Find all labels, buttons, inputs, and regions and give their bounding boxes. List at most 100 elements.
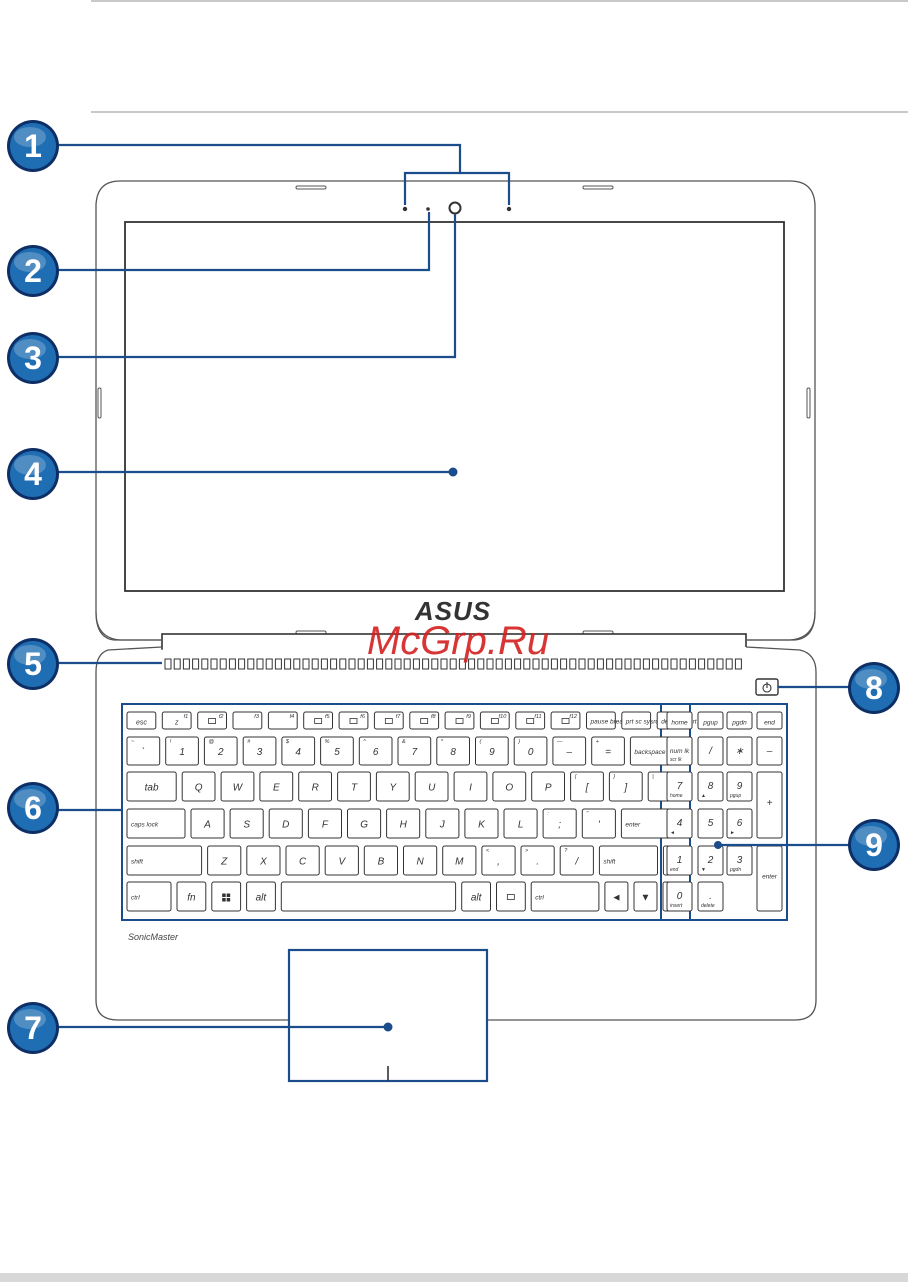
key[interactable]: U: [414, 771, 449, 802]
key-sublabel: @: [208, 739, 214, 745]
key[interactable]: 1!: [165, 736, 199, 766]
numpad-key[interactable]: 5: [697, 808, 724, 839]
key[interactable]: f3: [232, 711, 263, 730]
key[interactable]: 6^: [358, 736, 393, 766]
key[interactable]: Q: [181, 771, 216, 802]
key[interactable]: f8: [409, 711, 440, 730]
key[interactable]: f9: [444, 711, 475, 730]
key[interactable]: ;:: [542, 808, 577, 839]
numpad-key[interactable]: pgup: [697, 711, 724, 730]
key[interactable]: 4$: [281, 736, 316, 766]
key[interactable]: prt sc sysrq: [621, 711, 660, 730]
numpad-key[interactable]: /: [697, 736, 724, 766]
key[interactable]: f7: [373, 711, 404, 730]
key[interactable]: H: [386, 808, 421, 839]
key[interactable]: [{: [570, 771, 604, 802]
key[interactable]: f11: [515, 711, 546, 730]
key[interactable]: M: [442, 845, 477, 876]
key[interactable]: 7&: [397, 736, 432, 766]
key[interactable]: A: [190, 808, 225, 839]
key[interactable]: ctrl: [530, 881, 600, 912]
key[interactable]: [211, 881, 242, 912]
key[interactable]: [496, 881, 526, 912]
key[interactable]: f4: [267, 711, 298, 730]
key[interactable]: J: [425, 808, 460, 839]
numpad-key[interactable]: –: [756, 736, 783, 766]
key[interactable]: [280, 881, 457, 912]
numpad-key[interactable]: 2▼: [697, 845, 724, 876]
numpad-key[interactable]: 8▲: [697, 771, 724, 802]
key[interactable]: N: [403, 845, 438, 876]
key-label: ]: [623, 783, 627, 794]
key[interactable]: f6: [338, 711, 369, 730]
numpad-key[interactable]: home: [666, 711, 693, 730]
key[interactable]: W: [220, 771, 255, 802]
numpad-key-sublabel: pgup: [729, 793, 741, 799]
key[interactable]: alt: [246, 881, 276, 912]
numpad-key[interactable]: end: [756, 711, 783, 730]
key[interactable]: 2@: [203, 736, 238, 766]
key[interactable]: F: [307, 808, 342, 839]
key[interactable]: alt: [461, 881, 492, 912]
key[interactable]: =+: [591, 736, 625, 766]
key[interactable]: 3#: [242, 736, 277, 766]
key[interactable]: ▼: [633, 881, 658, 912]
numpad-key[interactable]: 4◄: [666, 808, 693, 839]
numpad-key[interactable]: 6►: [726, 808, 753, 839]
key[interactable]: `~: [126, 736, 161, 766]
key[interactable]: pause break: [586, 711, 628, 730]
key[interactable]: '": [581, 808, 616, 839]
numpad-key[interactable]: enter: [756, 845, 783, 912]
key[interactable]: Y: [375, 771, 410, 802]
key[interactable]: X: [246, 845, 281, 876]
key[interactable]: f10: [479, 711, 510, 730]
numpad-key[interactable]: ∗: [726, 736, 753, 766]
key[interactable]: T: [337, 771, 371, 802]
key[interactable]: tab: [126, 771, 177, 802]
numpad-key[interactable]: pgdn: [726, 711, 753, 730]
key[interactable]: Z: [207, 845, 242, 876]
key[interactable]: 0): [513, 736, 548, 766]
key[interactable]: f2: [197, 711, 227, 730]
key[interactable]: f12: [550, 711, 581, 730]
key[interactable]: O: [492, 771, 527, 802]
key[interactable]: shift: [126, 845, 203, 876]
key[interactable]: P: [531, 771, 566, 802]
key[interactable]: 5%: [320, 736, 354, 766]
key[interactable]: f5: [303, 711, 334, 730]
key[interactable]: –—: [552, 736, 587, 766]
numpad-key[interactable]: .delete: [697, 881, 724, 912]
key[interactable]: esc: [126, 711, 157, 730]
key[interactable]: C: [285, 845, 320, 876]
key[interactable]: B: [363, 845, 398, 876]
key[interactable]: /?: [559, 845, 594, 876]
key[interactable]: ]}: [608, 771, 643, 802]
key[interactable]: K: [464, 808, 499, 839]
key[interactable]: ◄: [604, 881, 629, 912]
key[interactable]: S: [229, 808, 264, 839]
key[interactable]: D: [268, 808, 303, 839]
key[interactable]: zf1: [161, 711, 192, 730]
key[interactable]: V: [324, 845, 359, 876]
key[interactable]: .>: [520, 845, 555, 876]
key[interactable]: E: [259, 771, 294, 802]
key[interactable]: caps lock: [126, 808, 186, 839]
key[interactable]: 8*: [436, 736, 470, 766]
touchpad[interactable]: [287, 948, 489, 1083]
key[interactable]: 9(: [475, 736, 509, 766]
key[interactable]: I: [453, 771, 488, 802]
key[interactable]: L: [503, 808, 538, 839]
key[interactable]: G: [347, 808, 382, 839]
key[interactable]: ,<: [481, 845, 516, 876]
key[interactable]: R: [298, 771, 333, 802]
key[interactable]: fn: [176, 881, 207, 912]
numpad-key[interactable]: +: [756, 771, 783, 839]
key[interactable]: shift: [598, 845, 659, 876]
key[interactable]: ctrl: [126, 881, 172, 912]
